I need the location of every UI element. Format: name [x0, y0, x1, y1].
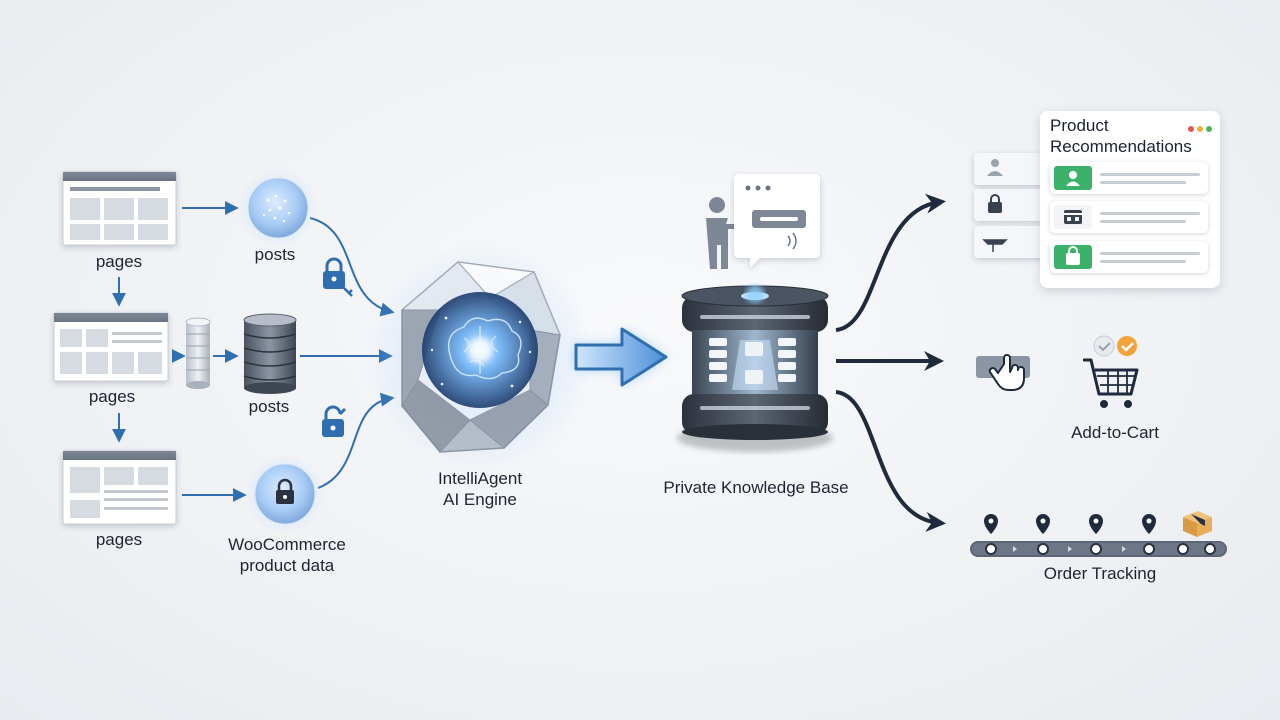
label-pages-1: pages — [95, 252, 143, 271]
server-icon — [677, 285, 833, 452]
package-icon — [1183, 511, 1212, 537]
webpage-icon — [62, 450, 177, 525]
map-pin-icon — [984, 514, 998, 534]
recommendation-item[interactable] — [1050, 201, 1208, 233]
webpage-icon — [62, 171, 177, 246]
map-pin-icon — [1089, 514, 1103, 534]
user-icon — [706, 197, 742, 269]
label-pages-3: pages — [95, 530, 143, 549]
globe-icon — [238, 168, 318, 248]
label-pages-2: pages — [88, 387, 136, 406]
chat-icon — [734, 174, 820, 268]
check-icon — [1093, 335, 1137, 357]
order-tracking-label: Order Tracking — [1043, 564, 1157, 583]
cursor-icon[interactable] — [976, 354, 1030, 391]
flow-arrow — [574, 327, 668, 387]
store-icon — [1054, 205, 1092, 229]
map-pin-icon — [1036, 514, 1050, 534]
ai-engine-crystal — [365, 243, 595, 473]
user-icon — [1054, 166, 1092, 190]
map-pin-icon — [1142, 514, 1156, 534]
recommendation-item[interactable] — [1050, 162, 1208, 194]
recommendations-title: Product Recommendations — [1050, 116, 1192, 156]
back-card-stack — [974, 153, 1044, 258]
knowledge-base-label: Private Knowledge Base — [663, 478, 849, 497]
lock-icon — [323, 257, 353, 297]
bag-icon — [1054, 245, 1092, 269]
engine-label-line1: IntelliAgent — [437, 469, 523, 488]
webpage-icon — [53, 312, 169, 382]
recommendation-item[interactable] — [1050, 241, 1208, 273]
engine-label-line2: AI Engine — [443, 490, 517, 509]
label-posts-1: posts — [254, 245, 296, 264]
add-to-cart-label: Add-to-Cart — [1071, 423, 1159, 442]
lock-icon — [322, 405, 347, 437]
recommendations-card: Product Recommendations — [1040, 111, 1220, 288]
cart-icon[interactable] — [1083, 358, 1139, 408]
database-icon — [171, 313, 297, 394]
label-woocommerce: WooCommerce product data — [228, 535, 346, 575]
window-controls — [1185, 119, 1212, 137]
label-posts-2: posts — [248, 397, 290, 416]
globe-icon — [245, 454, 325, 534]
order-tracking-track — [970, 541, 1227, 557]
